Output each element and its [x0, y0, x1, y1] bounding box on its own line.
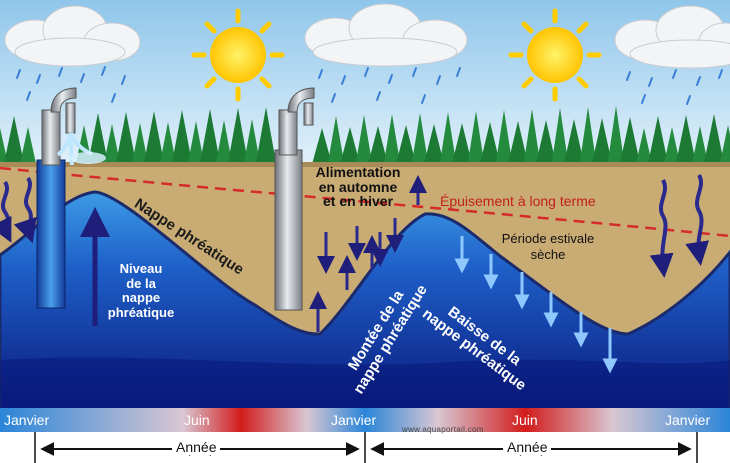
water-level-label: Niveau de la nappe phréatique — [107, 261, 175, 320]
month-label: Janvier — [331, 412, 377, 428]
sun-icon — [191, 8, 285, 102]
falling-arrow-icon — [454, 236, 618, 374]
hand-pump-icon — [274, 87, 315, 311]
rain-icon — [318, 67, 461, 104]
season-bar — [0, 408, 730, 432]
cloud-icon — [304, 3, 468, 67]
year-label: Année — [503, 439, 552, 455]
cloud-icon — [614, 5, 730, 69]
rain-icon — [626, 69, 723, 105]
sun-icon — [508, 8, 602, 102]
depletion-line — [0, 166, 730, 238]
year-label: Année — [172, 439, 221, 455]
month-label: Juin — [512, 412, 538, 428]
recharge-label: Alimentation en automne et en hiver — [315, 164, 401, 210]
hand-pump-icon — [36, 87, 106, 309]
depletion-label: Épuisement à long terme — [440, 193, 596, 209]
month-label: Janvier — [4, 412, 50, 428]
month-label: Juin — [184, 412, 210, 428]
dry-season-label: Période estivale sèche — [501, 231, 595, 263]
credit-text: www.aquaportail.com — [402, 425, 484, 434]
infiltration-arrow-icon — [0, 173, 709, 278]
month-label: Janvier — [665, 412, 711, 428]
rising-arrow-icon — [309, 175, 427, 332]
cloud-icon — [4, 5, 141, 67]
